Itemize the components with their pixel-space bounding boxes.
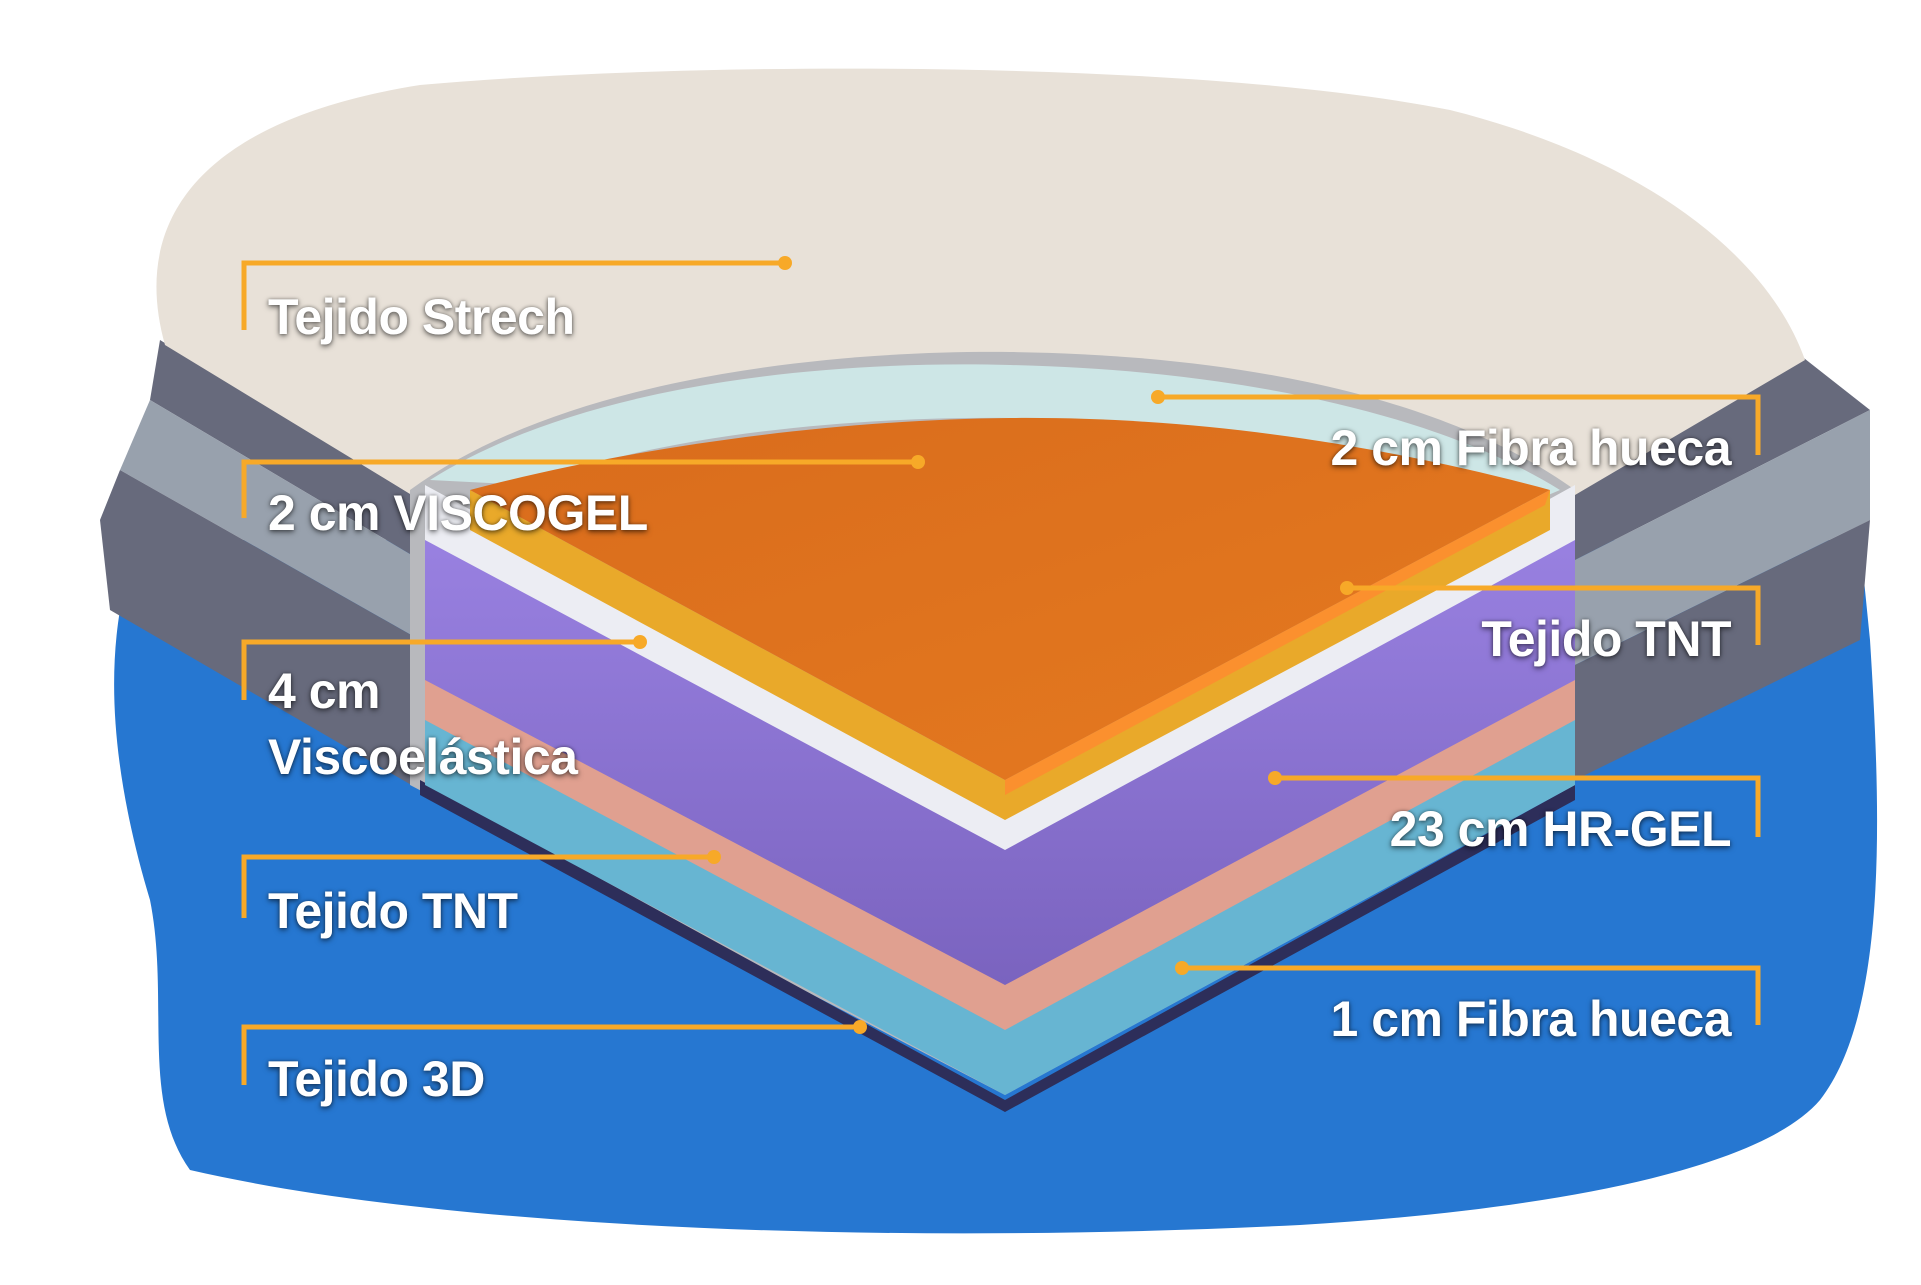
leader-tejido-tnt-left	[241, 854, 714, 918]
layer-fibra-hueca-2cm	[430, 364, 1560, 520]
label-tejido-tnt-left: Tejido TNT	[268, 883, 518, 939]
dot-fibra-hueca-2	[1151, 390, 1165, 404]
side-band-light-right	[1575, 410, 1870, 665]
dot-viscogel	[911, 455, 925, 469]
label-fibra-hueca-1: 1 cm Fibra hueca	[1330, 991, 1732, 1047]
leader-fibra-hueca-2	[1158, 394, 1761, 455]
label-viscoelastica-line1: 4 cm	[268, 663, 380, 719]
leader-fibra-hueca-1	[1182, 965, 1761, 1025]
leader-viscoelastica	[241, 639, 640, 700]
side-band-dark-upper	[150, 340, 420, 560]
leader-tejido-3d	[241, 1024, 860, 1085]
side-band-dark-lower-right	[1575, 520, 1870, 780]
label-viscogel: 2 cm VISCOGEL	[268, 485, 648, 541]
layer-hr-gel	[425, 520, 1575, 985]
dot-tejido-tnt-left	[707, 850, 721, 864]
layer-viscogel-highlight	[1005, 490, 1550, 795]
dot-tejido-strech	[778, 256, 792, 270]
label-tejido-3d: Tejido 3D	[268, 1051, 485, 1107]
side-band-light-left	[120, 400, 420, 640]
top-fabric-tejido-strech	[156, 68, 1806, 500]
label-viscoelastica-line2: Viscoelástica	[268, 729, 578, 785]
leader-hr-gel	[1275, 775, 1761, 837]
label-tejido-tnt-right: Tejido TNT	[1481, 611, 1731, 667]
leader-dots	[633, 256, 1354, 1034]
leader-tejido-strech	[241, 260, 785, 330]
side-band-dark-lower-left	[100, 470, 420, 790]
label-tejido-strech: Tejido Strech	[268, 289, 575, 345]
dot-fibra-hueca-1	[1175, 961, 1189, 975]
dot-tejido-3d	[853, 1020, 867, 1034]
dot-hr-gel	[1268, 771, 1282, 785]
side-band-dark-upper-right	[1575, 355, 1870, 560]
label-hr-gel: 23 cm HR-GEL	[1389, 801, 1732, 857]
dot-tejido-tnt-right	[1340, 581, 1354, 595]
dot-viscoelastica	[633, 635, 647, 649]
layer-viscogel-top	[470, 417, 1550, 780]
leader-tejido-tnt-right	[1347, 585, 1761, 645]
leader-viscogel	[241, 459, 918, 518]
leader-lines	[241, 260, 1761, 1085]
label-fibra-hueca-2: 2 cm Fibra hueca	[1330, 420, 1732, 476]
layer-tejido-tnt-pink	[425, 660, 1575, 1030]
